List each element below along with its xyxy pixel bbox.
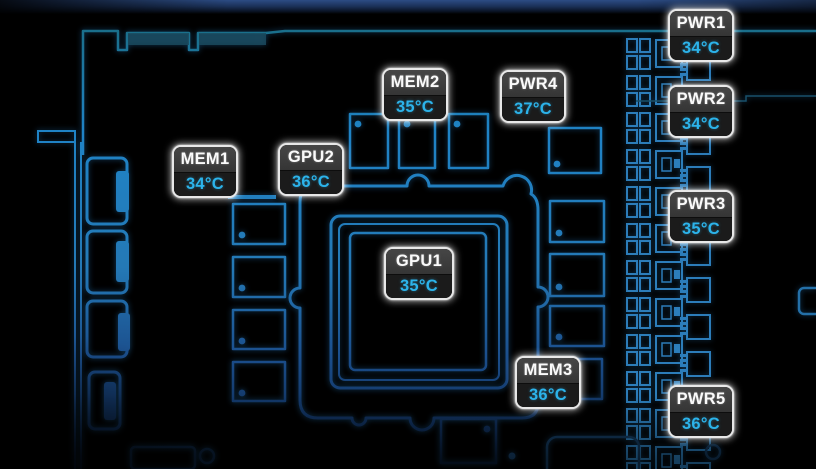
- sensor-temp: 37°C: [502, 98, 564, 121]
- sensor-label-pwr3: PWR3 35°C: [668, 190, 734, 243]
- gpu-package: [329, 214, 509, 390]
- io-bracket: [37, 130, 82, 469]
- sensor-label-pwr5: PWR5 36°C: [668, 385, 734, 438]
- sensor-name: GPU1: [386, 249, 452, 275]
- sensor-name: PWR2: [670, 87, 732, 113]
- sensor-label-gpu1: GPU1 35°C: [384, 247, 454, 300]
- sensor-temp: 34°C: [670, 37, 732, 60]
- sensor-temp: 36°C: [517, 384, 579, 407]
- sensor-label-pwr1: PWR1 34°C: [668, 9, 734, 62]
- sensor-label-pwr4: PWR4 37°C: [500, 70, 566, 123]
- sensor-temp: 36°C: [670, 413, 732, 436]
- sensor-name: MEM3: [517, 358, 579, 384]
- sensor-name: PWR3: [670, 192, 732, 218]
- sensor-temp: 36°C: [280, 171, 342, 194]
- sensor-name: MEM1: [174, 147, 236, 173]
- sensor-temp: 35°C: [386, 275, 452, 298]
- sensor-label-gpu2: GPU2 36°C: [278, 143, 344, 196]
- sensor-temp: 34°C: [670, 113, 732, 136]
- sensor-name: PWR4: [502, 72, 564, 98]
- gpu-socket: [288, 173, 550, 432]
- sensor-name: GPU2: [280, 145, 342, 171]
- sensor-name: PWR5: [670, 387, 732, 413]
- sensor-temp: 34°C: [174, 173, 236, 196]
- sensor-label-mem3: MEM3 36°C: [515, 356, 581, 409]
- sensor-label-mem2: MEM2 35°C: [382, 68, 448, 121]
- display-port-tongues: [104, 171, 130, 420]
- sensor-name: PWR1: [670, 11, 732, 37]
- sensor-temp: 35°C: [670, 218, 732, 241]
- sensor-temp: 35°C: [384, 96, 446, 119]
- sensor-label-pwr2: PWR2 34°C: [668, 85, 734, 138]
- sensor-label-mem1: MEM1 34°C: [172, 145, 238, 198]
- sensor-name: MEM2: [384, 70, 446, 96]
